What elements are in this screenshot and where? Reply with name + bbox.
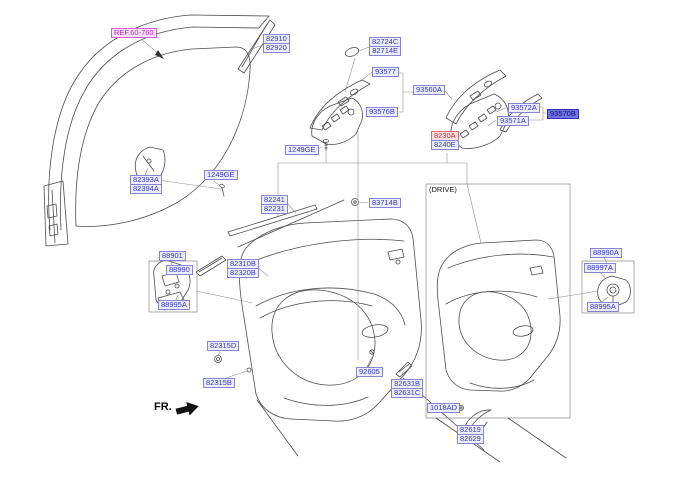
part-number-text[interactable]: REF.60-760 [111,28,157,38]
part-number-text[interactable]: 82920 [263,43,290,53]
door-trim-panel-drawing [237,199,485,457]
part-number-text[interactable]: 82629 [457,434,484,444]
part-label-93570b-selected[interactable]: 93570B [547,109,579,119]
part-number-text[interactable]: 93570B [547,109,579,119]
part-label-93572a[interactable]: 93572A [508,103,540,113]
power-window-bezel-left-drawing [309,47,371,145]
fastener-drawings [214,139,464,411]
part-label-93571a[interactable]: 93571A [497,116,529,126]
part-label-ref-60-760[interactable]: REF.60-760 [111,28,157,38]
part-label-1018ad[interactable]: 1018AD [427,403,461,413]
belt-weatherstrip-drawing [227,204,318,237]
part-number-text[interactable]: 82320B [227,268,259,278]
part-number-text[interactable]: 1249GE [285,145,319,155]
part-number-text[interactable]: 93571A [497,116,529,126]
part-number-text[interactable]: 92605 [356,367,383,377]
part-label-88901[interactable]: 88901 [159,251,186,261]
part-label-88995a-left[interactable]: 88995A [158,300,190,310]
door-frame-drawing [43,14,270,247]
part-label-82315d[interactable]: 82315D [207,341,240,351]
frame-garnish-drawing [195,255,227,277]
part-number-text[interactable]: 82315B [203,378,235,388]
part-number-text[interactable]: 82631C [391,388,424,398]
part-label-82910-82920[interactable]: 82910 82920 [263,34,290,53]
part-label-82619-82629[interactable]: 82619 82629 [457,425,484,444]
part-number-text[interactable]: 82315D [207,341,240,351]
part-label-82241-82231[interactable]: 82241 82231 [261,195,288,214]
part-number-text[interactable]: 88995A [587,302,619,312]
part-number-text[interactable]: 88990A [590,248,622,258]
drive-door-trim-drawing [425,183,571,463]
part-number-text[interactable]: 8240E [431,140,459,150]
fr-direction-arrow [175,401,199,416]
part-number-text[interactable]: 83714B [369,198,401,208]
part-number-text[interactable]: 1018AD [427,403,461,413]
part-label-1249ge-upper[interactable]: 1249GE [285,145,319,155]
part-number-text[interactable]: 82231 [261,204,288,214]
part-label-1249ge-left[interactable]: 1249GE [204,170,238,180]
part-label-88995a-right[interactable]: 88995A [587,302,619,312]
part-number-text[interactable]: 88990 [166,265,193,275]
part-label-82310b-82320b[interactable]: 82310B 82320B [227,259,259,278]
part-label-82631b-82631c[interactable]: 82631B 82631C [391,379,424,398]
part-label-82393a-82394a[interactable]: 82393A 82394A [130,175,162,194]
part-label-88997a[interactable]: 88997A [584,263,616,273]
part-label-8230a-8240e[interactable]: 8230A 8240E [431,131,459,150]
part-label-92605[interactable]: 92605 [356,367,383,377]
part-label-88990[interactable]: 88990 [166,265,193,275]
part-number-text[interactable]: 93577 [372,67,399,77]
part-label-82315b[interactable]: 82315B [203,378,235,388]
part-label-93577[interactable]: 93577 [372,67,399,77]
part-label-93560a[interactable]: 93560A [413,85,445,95]
part-number-text[interactable]: 82394A [130,184,162,194]
part-number-text[interactable]: 88901 [159,251,186,261]
fr-caption: FR. [154,401,172,413]
glass-run-drawing [237,19,276,74]
part-label-82724c-82714e[interactable]: 82724C 82714E [369,37,402,56]
part-number-text[interactable]: 93576B [366,107,398,117]
part-number-text[interactable]: 1249GE [204,170,238,180]
part-number-text[interactable]: 88995A [158,300,190,310]
part-number-text[interactable]: 88997A [584,263,616,273]
drive-caption: (DRIVE) [429,185,457,194]
part-number-text[interactable]: 93572A [508,103,540,113]
part-number-text[interactable]: 82714E [369,46,402,56]
part-label-88990a[interactable]: 88990A [590,248,622,258]
part-label-83714b[interactable]: 83714B [369,198,401,208]
part-number-text[interactable]: 93560A [413,85,445,95]
part-label-93576b[interactable]: 93576B [366,107,398,117]
